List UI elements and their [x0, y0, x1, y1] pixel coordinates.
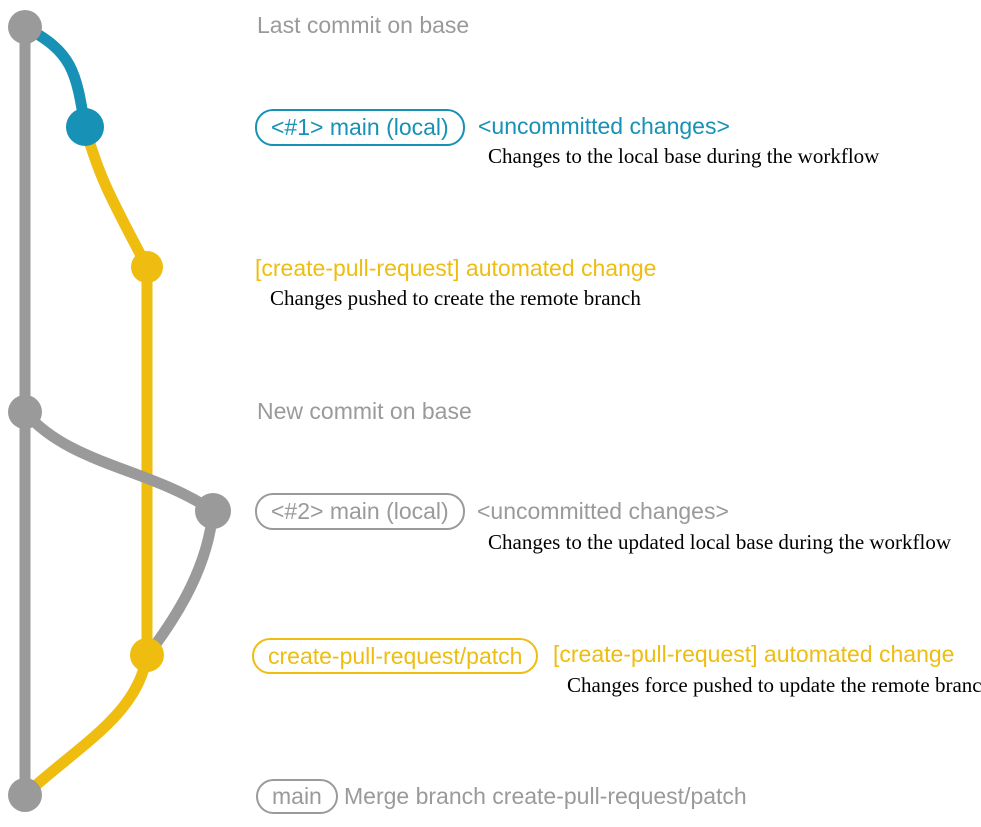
- automated-change-title-1: [create-pull-request] automated change: [255, 255, 657, 281]
- uncommitted-changes-desc-2: Changes to the updated local base during…: [488, 530, 952, 554]
- push-edge-1: [79, 121, 153, 273]
- uncommitted-changes-desc-1: Changes to the local base during the wor…: [488, 144, 880, 168]
- branch-badge-main-local-2: <#2> main (local): [255, 493, 465, 530]
- automated-change-desc-1: Changes pushed to create the remote bran…: [270, 286, 641, 310]
- merge-edge: [19, 649, 153, 801]
- git-graph: [8, 10, 231, 812]
- commit-node-new-base: [8, 395, 42, 429]
- automated-change-desc-2: Changes force pushed to update the remot…: [567, 673, 981, 697]
- commit-node-last-base: [8, 10, 42, 44]
- commit-node-local-1: [66, 108, 104, 146]
- uncommitted-changes-tag-1: <uncommitted changes>: [478, 113, 730, 139]
- branch-badge-create-pull-request-patch: create-pull-request/patch: [252, 638, 539, 674]
- branch-badge-main: main: [256, 779, 338, 814]
- commit-node-push-2: [130, 638, 164, 672]
- commit-node-local-2: [195, 493, 231, 529]
- automated-change-title-2: [create-pull-request] automated change: [553, 641, 955, 667]
- branch-badge-main-local-1: <#1> main (local): [255, 109, 465, 146]
- base-update-edge: [19, 406, 219, 517]
- uncommitted-changes-tag-2: <uncommitted changes>: [477, 498, 729, 524]
- rebase-edge: [144, 505, 219, 658]
- new-commit-label: New commit on base: [257, 398, 472, 424]
- commit-node-merge: [8, 778, 42, 812]
- last-commit-label: Last commit on base: [257, 12, 470, 38]
- merge-branch-label: Merge branch create-pull-request/patch: [344, 783, 747, 809]
- commit-node-push-1: [131, 251, 163, 283]
